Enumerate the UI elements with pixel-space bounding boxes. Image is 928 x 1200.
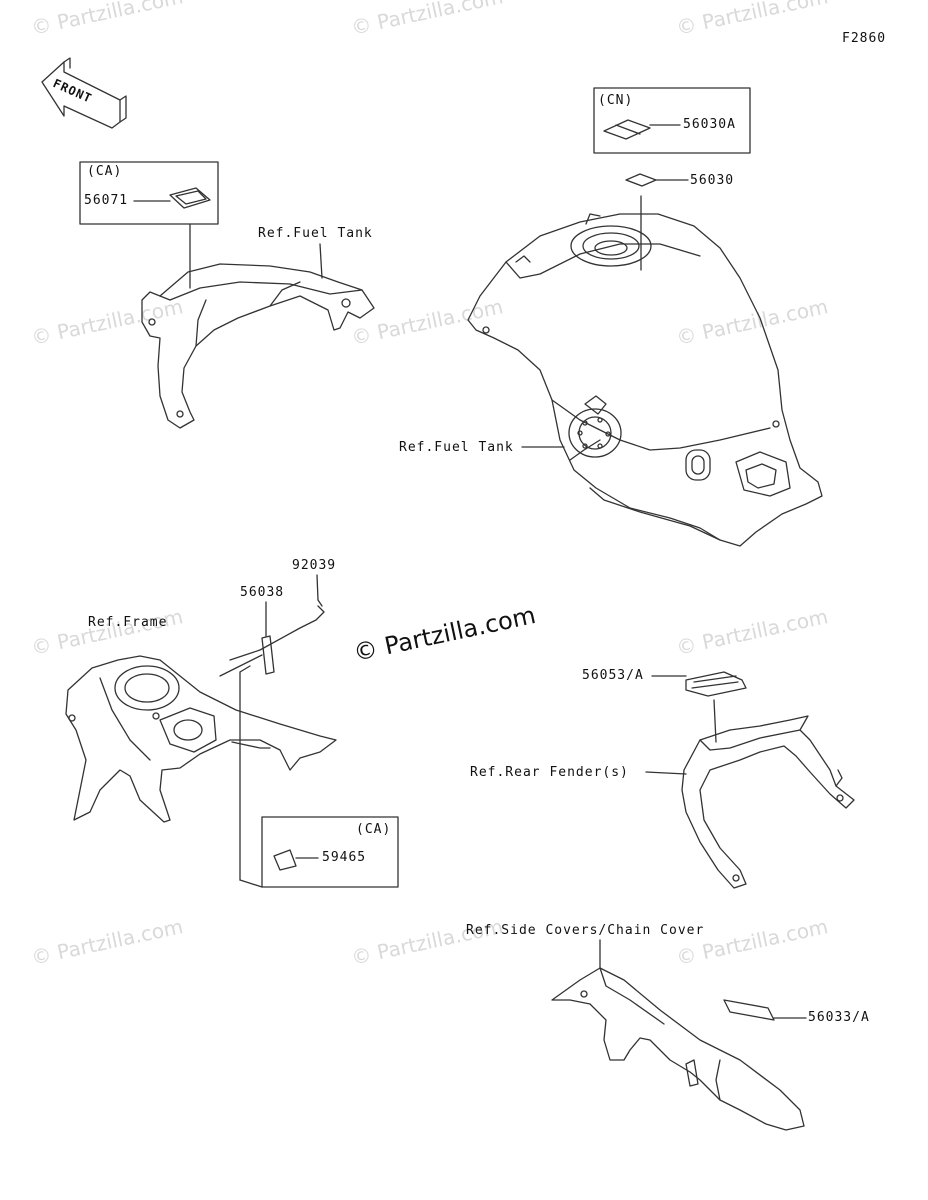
ref-frame: Ref.Frame	[88, 615, 168, 630]
chain-cover-drawing	[551, 967, 805, 1131]
label-56071-shape	[169, 187, 211, 209]
part-59465[interactable]: 59465	[322, 850, 367, 865]
region-ca-2: (CA)	[356, 822, 392, 837]
part-56071[interactable]: 56071	[84, 193, 129, 208]
part-56030[interactable]: 56030	[690, 173, 735, 188]
part-92039[interactable]: 92039	[292, 558, 337, 573]
strap-56038	[261, 635, 275, 675]
label-56033-shape	[723, 999, 775, 1021]
ref-fuel-tank-2: Ref.Fuel Tank	[399, 440, 514, 455]
label-56030-shape	[625, 173, 657, 187]
part-56030A[interactable]: 56030A	[683, 117, 736, 132]
wire-92039	[229, 605, 325, 661]
ref-side-covers-chain-cover: Ref.Side Covers/Chain Cover	[466, 923, 705, 938]
ref-rear-fender: Ref.Rear Fender(s)	[470, 765, 629, 780]
ref-fuel-tank-1: Ref.Fuel Tank	[258, 226, 373, 241]
region-cn: (CN)	[598, 93, 634, 108]
part-56053[interactable]: 56053/A	[582, 668, 644, 683]
tank-front-cover-drawing	[141, 263, 375, 429]
label-59465-shape	[273, 849, 297, 871]
part-56038[interactable]: 56038	[240, 585, 285, 600]
part-56033[interactable]: 56033/A	[808, 1010, 870, 1025]
cn-box-56030A	[593, 87, 751, 154]
ca-box-56071	[79, 161, 219, 225]
front-arrow-icon	[41, 57, 127, 129]
diagram-code: F2860	[842, 31, 887, 46]
label-56053-shape	[685, 671, 747, 697]
ca-box-59465	[261, 816, 399, 888]
fuel-tank-drawing	[467, 213, 823, 547]
region-ca-1: (CA)	[87, 164, 123, 179]
rear-fender-drawing	[681, 715, 855, 889]
frame-drawing	[65, 655, 337, 823]
